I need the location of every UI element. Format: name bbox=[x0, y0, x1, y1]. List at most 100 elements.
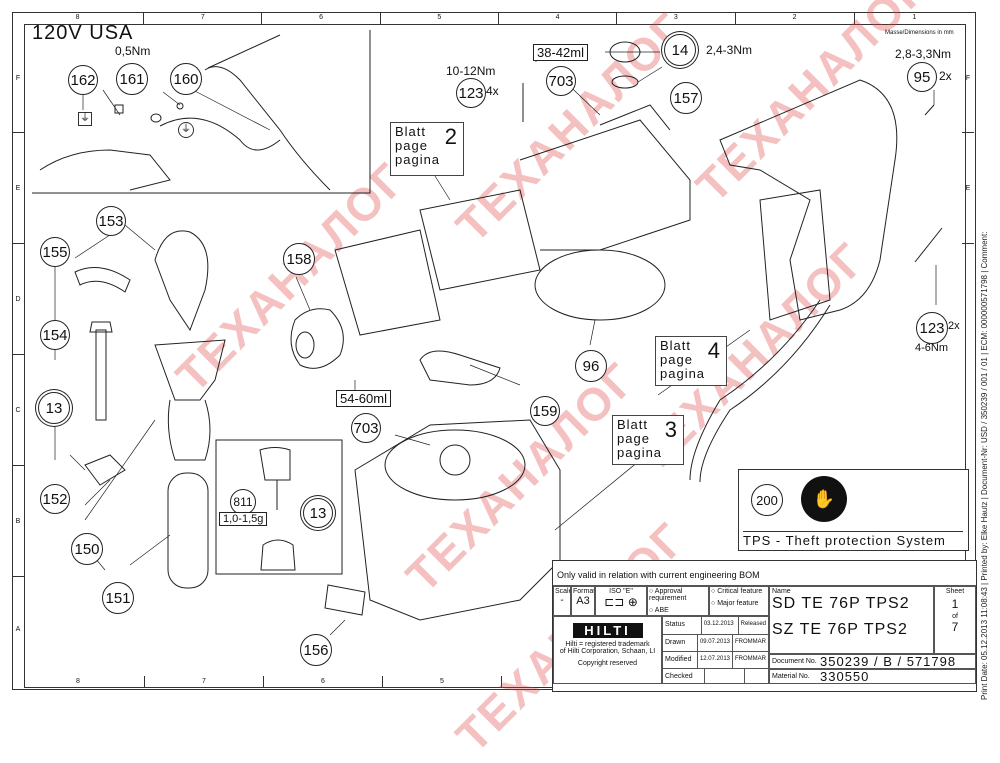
page-ref-2[interactable]: Blatt page pagina 2 bbox=[390, 122, 464, 176]
callout-703-bottom[interactable]: 703 bbox=[351, 413, 381, 443]
callout-123-right[interactable]: 123 bbox=[916, 312, 948, 344]
gear-gasket bbox=[384, 429, 526, 501]
torque-note-123b: 4-6Nm bbox=[915, 342, 949, 354]
callout-14[interactable]: 14 bbox=[664, 34, 696, 66]
page-ref-line: Blatt bbox=[395, 124, 427, 139]
callout-160[interactable]: 160 bbox=[170, 63, 202, 95]
format-cell: Format A3 bbox=[571, 586, 595, 616]
iso-label: ISO "E" bbox=[609, 588, 633, 595]
parts-diagram-sheet: 8 7 6 5 4 3 2 1 8 7 6 5 F E D C B A F E … bbox=[12, 0, 989, 763]
scale-cell: Scale - bbox=[553, 586, 571, 616]
callout-200[interactable]: 200 bbox=[751, 484, 783, 516]
callout-13-inset[interactable]: 13 bbox=[303, 498, 333, 528]
zone-ruler-right: F E bbox=[962, 24, 974, 304]
callout-number: 96 bbox=[582, 357, 600, 375]
revision-table: Status 03.12.2013 Released Drawn 09.07.2… bbox=[662, 616, 769, 684]
grease-qty-box: 1,0-1,5g bbox=[219, 512, 268, 526]
trademark-line: of Hilti Corporation, Schaan, LI bbox=[559, 648, 656, 655]
document-label: Document No. bbox=[772, 658, 817, 665]
abe-label: ABE bbox=[654, 607, 669, 614]
dimensions-note: Masse/Dimensions in mm bbox=[885, 30, 954, 36]
critical-feature-option[interactable]: ○ Critical feature bbox=[711, 588, 763, 595]
trademark-line: Hilti = registered trademark bbox=[565, 641, 650, 648]
page-ref-line: page bbox=[660, 352, 693, 367]
callout-96[interactable]: 96 bbox=[575, 350, 607, 382]
half-shell-155 bbox=[74, 267, 131, 293]
callout-number: 703 bbox=[548, 72, 574, 90]
major-feature-option[interactable]: ○ Major feature bbox=[711, 600, 759, 607]
zone-label: 5 bbox=[381, 12, 499, 24]
page-ref-line: page bbox=[617, 431, 650, 446]
callout-157[interactable]: 157 bbox=[670, 82, 702, 114]
callout-number: 161 bbox=[119, 70, 145, 88]
zone-label: 7 bbox=[144, 12, 263, 24]
screw-95 bbox=[924, 104, 935, 116]
callout-159[interactable]: 159 bbox=[530, 396, 560, 426]
callout-number: 150 bbox=[74, 540, 100, 558]
iso-cell: ISO "E" ⊏⊐ ⊕ bbox=[595, 586, 647, 616]
row-status: Released bbox=[740, 621, 766, 627]
callout-155[interactable]: 155 bbox=[40, 237, 70, 267]
torque-note-95: 2,8-3,3Nm bbox=[895, 47, 952, 61]
callout-number: 162 bbox=[70, 71, 96, 89]
revision-row: Status 03.12.2013 Released bbox=[663, 617, 768, 635]
page-ref-number: 4 bbox=[707, 338, 720, 363]
torque-note-14: 2,4-3Nm bbox=[706, 43, 753, 57]
zone-label: 3 bbox=[617, 12, 736, 24]
name-line-1: SD TE 76P TPS2 bbox=[772, 595, 910, 612]
major-feature-label: Major feature bbox=[717, 600, 759, 607]
o-ring-96 bbox=[534, 249, 666, 321]
callout-number: 160 bbox=[173, 70, 199, 88]
callout-number: 155 bbox=[42, 243, 68, 261]
qty-note: 2x bbox=[948, 320, 960, 332]
page-ref-4[interactable]: Blatt page pagina 4 bbox=[655, 336, 727, 386]
sheet-inner-frame bbox=[24, 24, 966, 688]
sheet-total: 7 bbox=[951, 620, 959, 634]
callout-number: 13 bbox=[45, 399, 63, 417]
callout-13-left[interactable]: 13 bbox=[38, 392, 70, 424]
zone-label: A bbox=[15, 625, 21, 633]
zone-label: 2 bbox=[736, 12, 855, 24]
validity-note: Only valid in relation with current engi… bbox=[553, 561, 976, 586]
zone-label: 6 bbox=[264, 676, 383, 688]
name-line-2: SZ TE 76P TPS2 bbox=[772, 621, 908, 638]
abe-option[interactable]: ○ ABE bbox=[649, 607, 669, 614]
strap-153 bbox=[154, 230, 209, 332]
callout-number: 156 bbox=[303, 641, 329, 659]
chuck-perforated bbox=[334, 229, 441, 336]
bolt-154 bbox=[95, 329, 107, 421]
callout-156[interactable]: 156 bbox=[300, 634, 332, 666]
callout-123-top[interactable]: 123 bbox=[456, 78, 486, 108]
approval-requirement-label: Approval requirement bbox=[649, 588, 687, 602]
callout-150[interactable]: 150 bbox=[71, 533, 103, 565]
zone-label: 8 bbox=[12, 12, 145, 24]
ground-symbol-icon: ⏚ bbox=[78, 112, 92, 126]
approval-requirement-option[interactable]: ○ Approval requirement bbox=[649, 588, 687, 602]
callout-152[interactable]: 152 bbox=[40, 484, 70, 514]
hilti-logo: HILTI bbox=[572, 623, 643, 638]
callout-number: 159 bbox=[532, 402, 558, 420]
revision-row: Modified 12.07.2013 FROMMAR bbox=[663, 652, 768, 669]
callout-95[interactable]: 95 bbox=[907, 62, 937, 92]
callout-154[interactable]: 154 bbox=[40, 320, 70, 350]
switch-module bbox=[759, 189, 831, 321]
material-number-cell: Material No. 330550 bbox=[769, 669, 976, 684]
page-ref-line: Blatt bbox=[617, 417, 649, 432]
callout-151[interactable]: 151 bbox=[102, 582, 134, 614]
critical-feature-label: Critical feature bbox=[717, 588, 763, 595]
callout-161[interactable]: 161 bbox=[116, 63, 148, 95]
page-ref-3[interactable]: Blatt page pagina 3 bbox=[612, 415, 684, 465]
callout-153[interactable]: 153 bbox=[96, 206, 126, 236]
callout-number: 14 bbox=[671, 41, 689, 59]
callout-811[interactable]: 811 bbox=[230, 489, 256, 515]
motor-housing bbox=[519, 119, 691, 251]
callout-158[interactable]: 158 bbox=[283, 243, 315, 275]
side-grip-top bbox=[154, 339, 226, 401]
qty-note: 4x bbox=[486, 84, 499, 98]
zone-ruler-left: F E D C B A bbox=[12, 24, 24, 676]
page-ref-line: pagina bbox=[617, 445, 663, 460]
callout-703-top[interactable]: 703 bbox=[546, 66, 576, 96]
nut-152 bbox=[84, 454, 126, 486]
callout-162[interactable]: 162 bbox=[68, 65, 98, 95]
page-ref-number: 2 bbox=[444, 124, 457, 149]
